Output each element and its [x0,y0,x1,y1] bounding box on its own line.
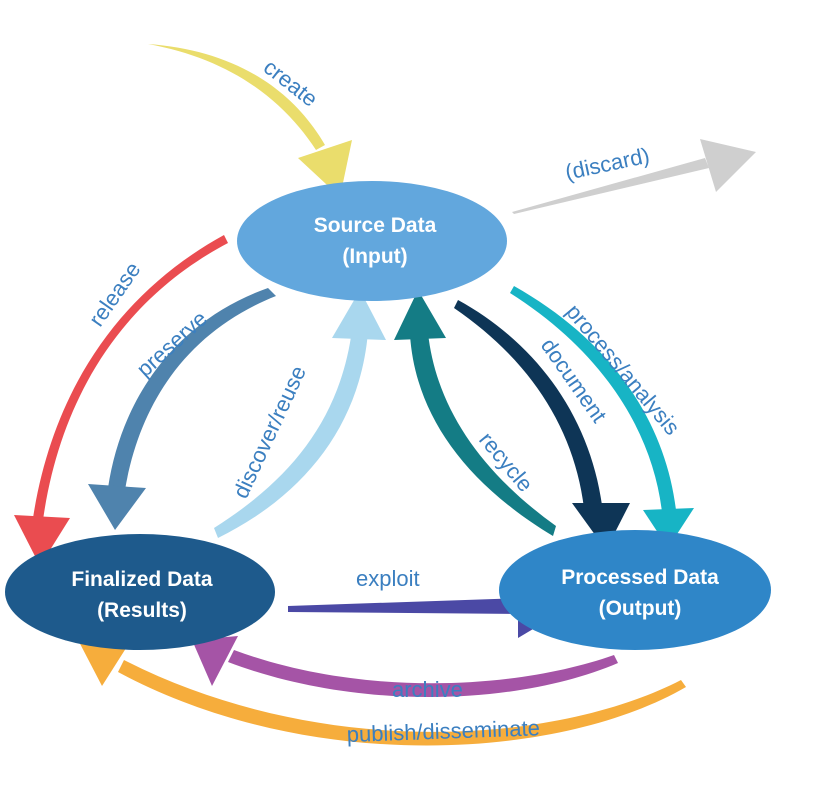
preserve-arrow-head [88,484,146,530]
discard-arrow-head [700,139,756,192]
release-label: release [84,257,146,330]
archive-arrow-shaft [228,650,618,698]
release-arrow-head [14,515,70,566]
discard-arrow-shaft [512,158,709,214]
create-arrow-head [298,140,352,197]
exploit-label: exploit [356,566,420,591]
processed-data-title: Processed Data [561,566,719,589]
process-analysis-arrow-shaft [510,286,676,512]
discard-arrow: (discard) [512,139,756,214]
archive-arrow: archive [192,636,618,702]
archive-label: archive [392,677,463,702]
source-data-node: Source Data (Input) [237,181,507,301]
recycle-arrow-head [394,290,446,340]
discover-reuse-arrow: discover/reuse [214,290,386,538]
source-data-subtitle: (Input) [342,245,407,268]
processed-data-node: Processed Data (Output) [499,530,771,650]
processed-data-ellipse [499,530,771,650]
recycle-arrow-shaft [410,333,556,536]
discover-reuse-arrow-head [332,290,386,340]
exploit-arrow-shaft [288,598,522,614]
finalized-data-node: Finalized Data (Results) [5,534,275,650]
discover-reuse-arrow-shaft [214,330,368,538]
publish-label: publish/disseminate [346,715,540,747]
document-arrow-head [572,503,630,550]
processed-data-subtitle: (Output) [599,597,682,620]
document-arrow-shaft [454,300,602,508]
archive-arrow-head [192,636,238,686]
finalized-data-subtitle: (Results) [97,599,187,622]
recycle-arrow: recycle [394,290,556,536]
create-arrow: create [148,44,352,197]
process-analysis-arrow-head [643,508,694,548]
finalized-data-ellipse [5,534,275,650]
source-data-ellipse [237,181,507,301]
publish-arrow-shaft [118,660,686,746]
finalized-data-title: Finalized Data [71,568,213,591]
source-data-title: Source Data [314,214,437,237]
preserve-arrow-shaft [108,288,276,490]
